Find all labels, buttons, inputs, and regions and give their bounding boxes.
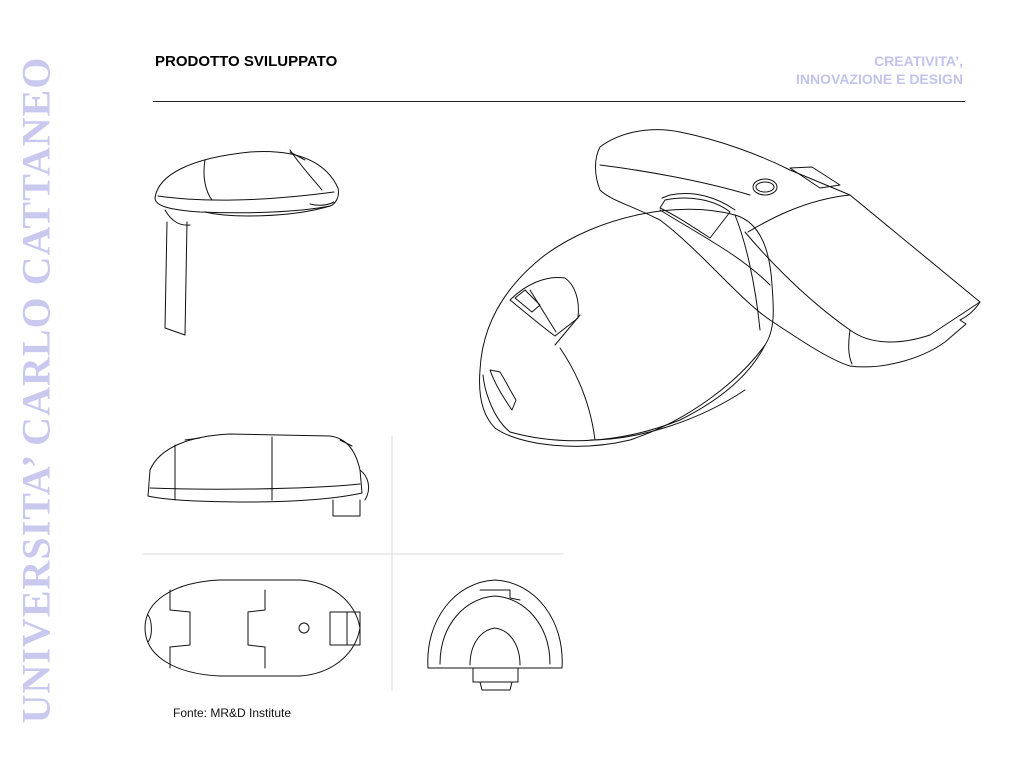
header-divider xyxy=(153,101,965,102)
lamp-side-view xyxy=(147,433,370,517)
view-guide-lines xyxy=(142,435,564,691)
lamp-perspective-large xyxy=(479,129,981,447)
lamp-perspective-small xyxy=(154,149,339,336)
section-label: CREATIVITA’, INNOVAZIONE E DESIGN xyxy=(796,52,963,88)
source-credit: Fonte: MR&D Institute xyxy=(173,706,292,720)
lamp-bottom-view xyxy=(144,579,361,677)
slide-title: PRODOTTO SVILUPPATO xyxy=(155,53,338,70)
lamp-front-view xyxy=(427,579,563,691)
section-label-line-1: CREATIVITA’, xyxy=(874,53,963,69)
section-label-line-2: INNOVAZIONE E DESIGN xyxy=(796,71,963,87)
